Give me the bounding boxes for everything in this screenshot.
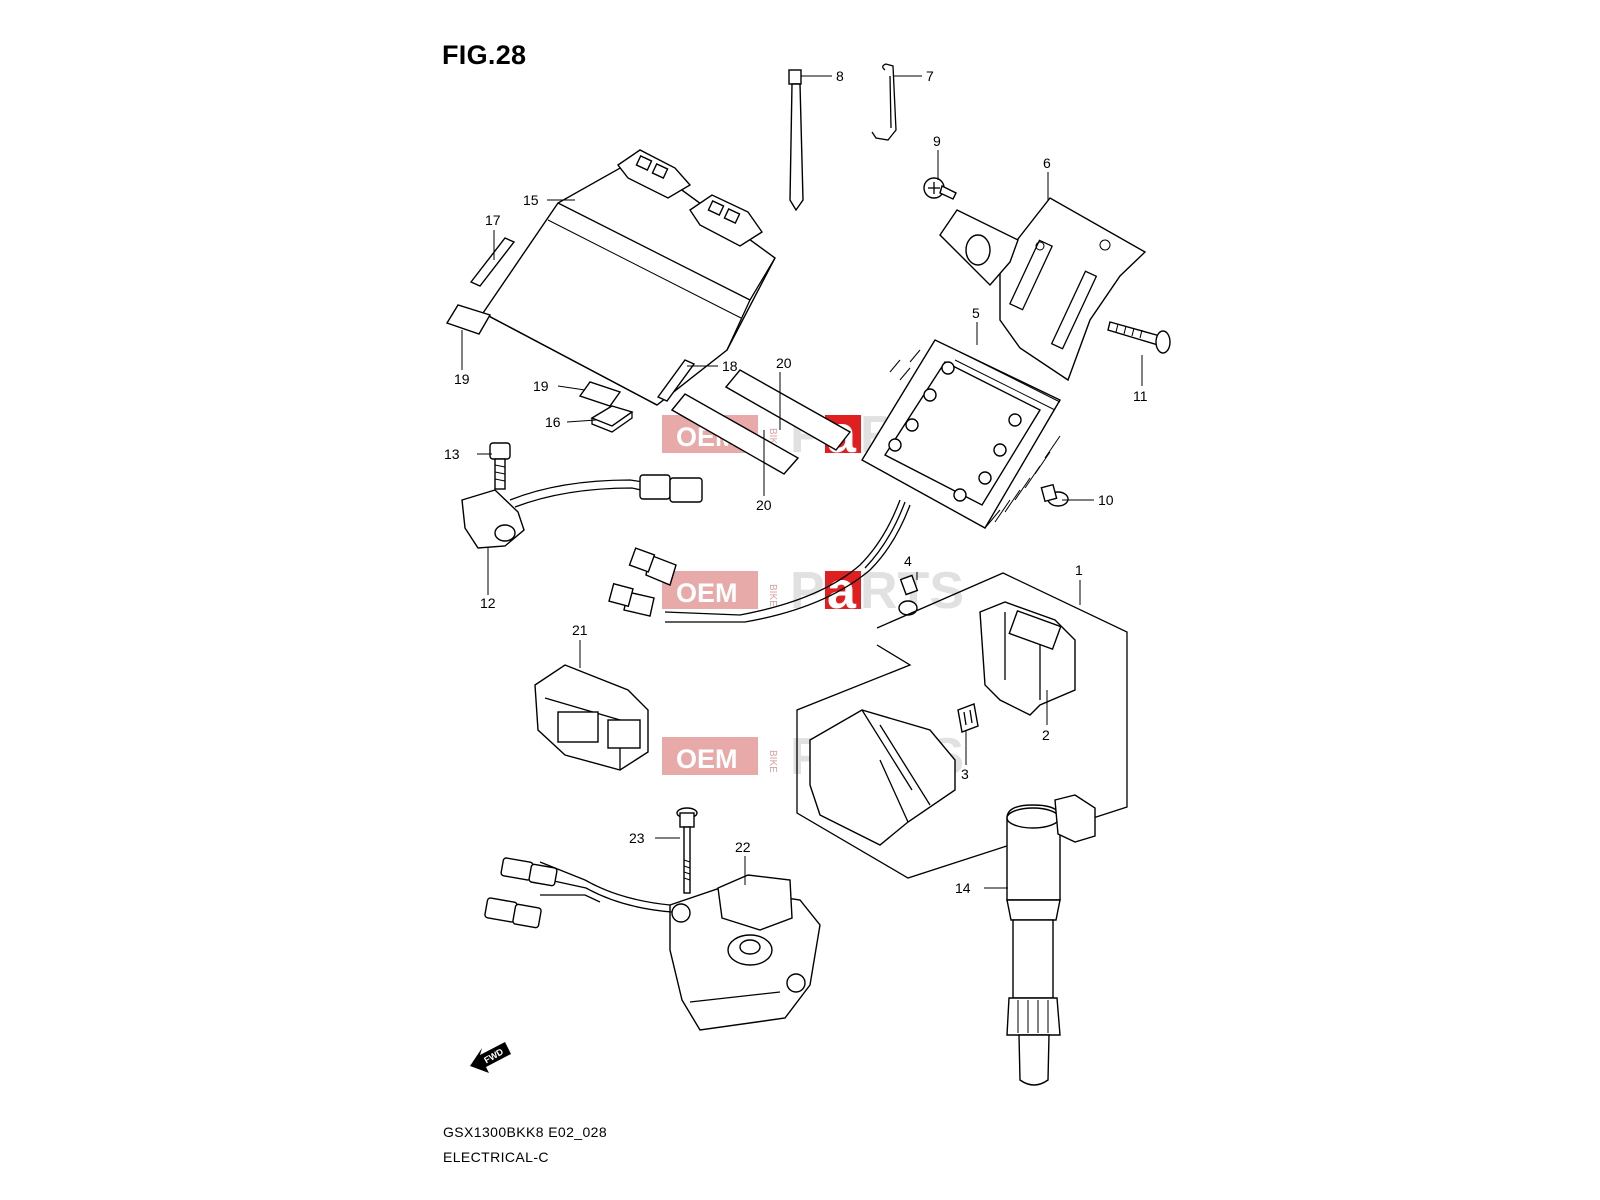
callout-23: 23 [629,830,645,846]
bolt-23 [676,807,698,894]
svg-text:BIKE: BIKE [767,584,778,607]
svg-text:OEM: OEM [676,744,738,774]
forward-arrow-icon: FWD [470,1042,511,1073]
callout-5: 5 [972,305,980,321]
figure-title: FIG.28 [442,40,527,70]
pad-20-lower [670,393,800,475]
sensor-22 [484,857,821,1031]
pad-20-upper [724,369,852,451]
bolt-11 [1107,321,1171,354]
callout-19-left: 19 [454,371,470,387]
callout-20-lower: 20 [756,497,772,513]
clamp-7 [871,63,897,141]
model-code: GSX1300BKK8 E02_028 [443,1124,608,1140]
callout-17: 17 [485,212,501,228]
leader-lines [461,75,1143,889]
callout-4: 4 [904,553,912,569]
callout-22: 22 [735,839,751,855]
callout-16: 16 [545,414,561,430]
callout-13: 13 [444,446,460,462]
label-strip-18 [656,359,696,402]
callout-12: 12 [480,595,496,611]
label-pad-19-left [445,304,492,335]
callout-21: 21 [572,622,588,638]
bracket-6 [939,197,1147,382]
callout-18: 18 [722,358,738,374]
svg-text:BIKE: BIKE [767,428,778,451]
sensor-12 [461,474,703,549]
callout-9: 9 [933,133,941,149]
screw-10 [1040,483,1069,507]
label-pad-19-lower [578,381,622,407]
section-name: ELECTRICAL-C [443,1149,549,1165]
callout-3: 3 [961,766,969,782]
callout-8: 8 [836,68,844,84]
bolt-13 [489,442,511,490]
watermark-2: OEM BIKE P a RTS [662,562,964,620]
callout-1: 1 [1075,562,1083,578]
ignition-coil-14 [1006,794,1096,1086]
callout-7: 7 [926,68,934,84]
callout-6: 6 [1043,155,1051,171]
callout-14: 14 [955,880,971,896]
regulator-rectifier-5 [608,339,1061,623]
callout-19-lower: 19 [533,378,549,394]
callout-20-upper: 20 [776,355,792,371]
ecm-unit [481,149,776,406]
callout-11: 11 [1133,388,1148,404]
callout-2: 2 [1042,727,1050,743]
relay-kit-1 [796,572,1128,879]
svg-text:BIKE: BIKE [767,750,778,773]
screw-9 [923,177,957,200]
callouts: 8 7 9 6 15 17 5 11 19 18 20 19 16 13 10 … [444,68,1148,896]
callout-10: 10 [1098,492,1114,508]
clip-16 [590,405,634,433]
relay-21 [534,664,649,771]
svg-text:OEM: OEM [676,578,738,608]
callout-15: 15 [523,192,539,208]
cable-tie-8 [788,69,804,212]
